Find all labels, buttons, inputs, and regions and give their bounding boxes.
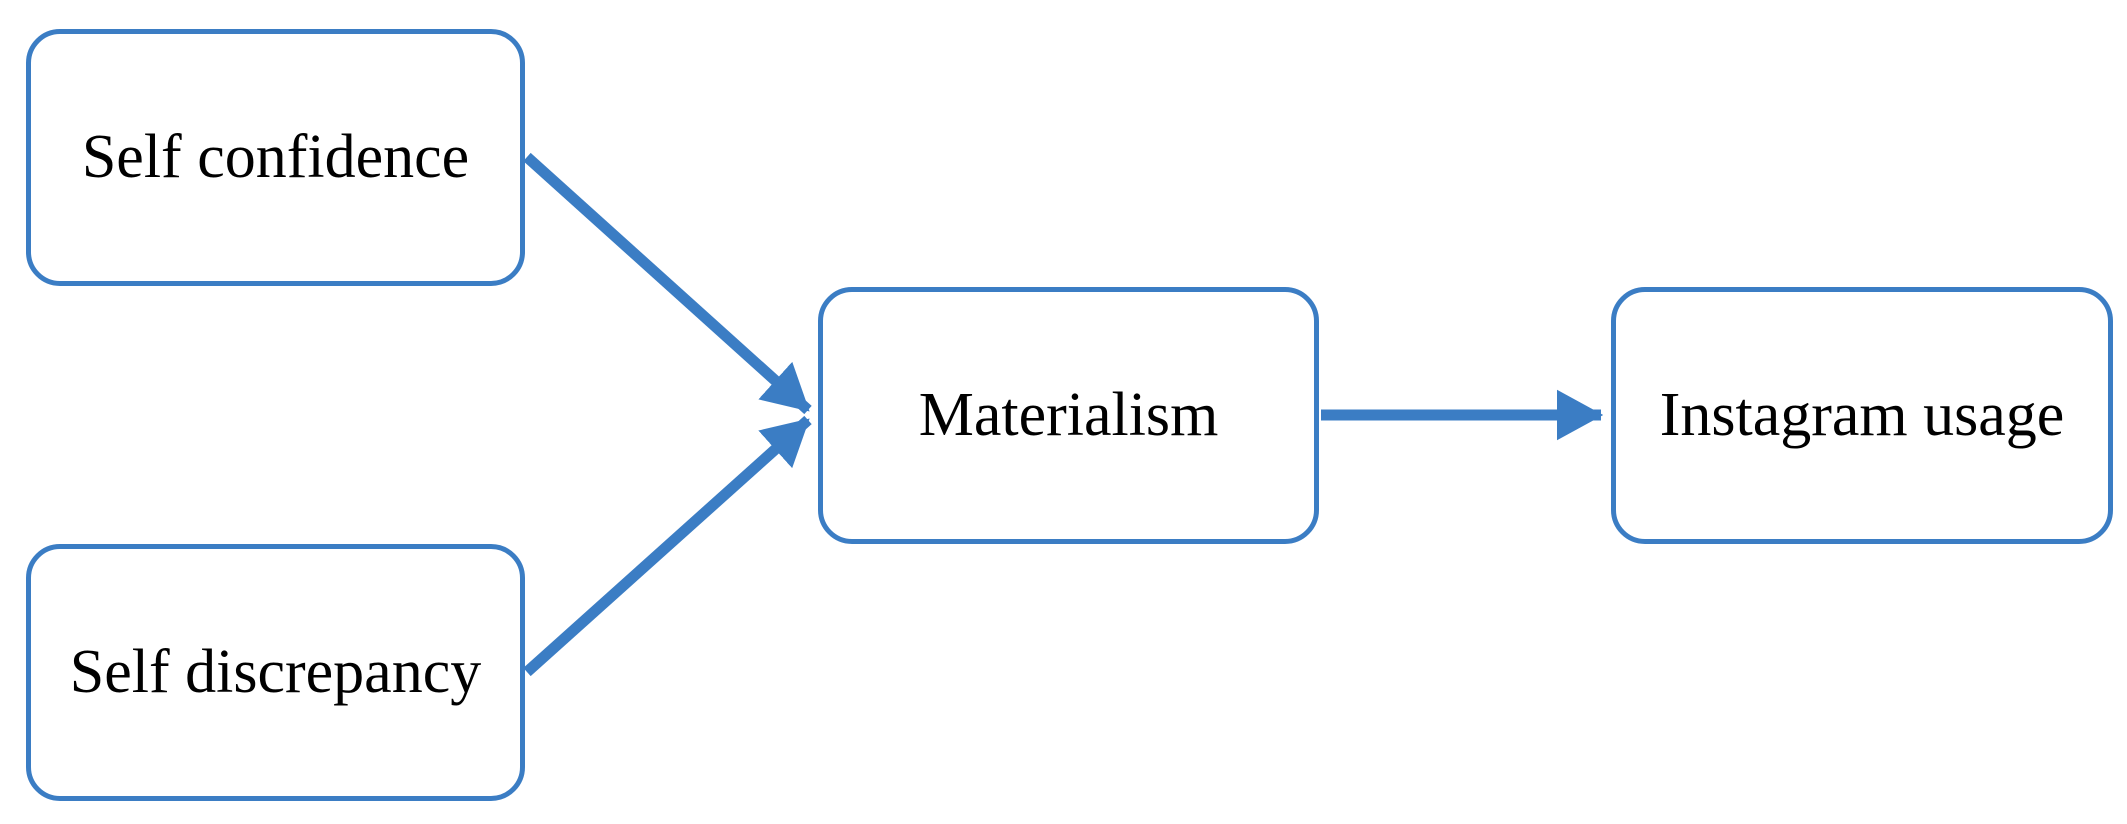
node-self-discrepancy-label: Self discrepancy	[69, 638, 482, 706]
node-self-discrepancy: Self discrepancy	[26, 544, 525, 801]
arrow-self-discrepancy-to-materialism	[523, 415, 812, 677]
node-self-confidence: Self confidence	[26, 29, 525, 286]
node-materialism-label: Materialism	[918, 381, 1219, 449]
node-materialism: Materialism	[818, 287, 1319, 544]
node-instagram-usage: Instagram usage	[1611, 287, 2113, 544]
node-instagram-usage-label: Instagram usage	[1659, 381, 2065, 449]
node-self-confidence-label: Self confidence	[81, 123, 470, 191]
arrow-self-confidence-to-materialism	[523, 152, 812, 415]
